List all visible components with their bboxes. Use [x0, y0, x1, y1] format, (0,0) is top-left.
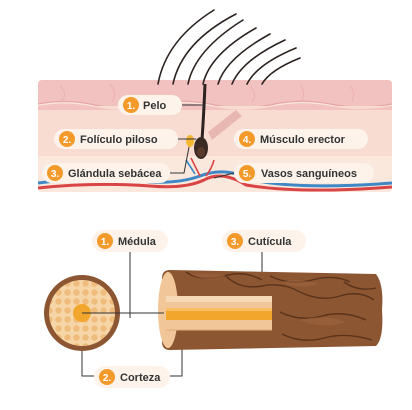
hair-shaft [158, 270, 383, 350]
sebaceous-gland [186, 135, 194, 147]
label-number: 4. [243, 135, 252, 146]
label-text: Folículo piloso [80, 134, 158, 146]
label-number: 1. [101, 237, 110, 248]
label-number: 5. [243, 169, 252, 180]
label-text: Cutícula [248, 236, 292, 248]
skin-label-glandula: 3. Glándula sebácea [42, 146, 190, 183]
label-number: 3. [51, 169, 60, 180]
label-text: Pelo [143, 100, 167, 112]
skin-section: 1. Pelo 2. Folículo piloso 3. Glándula s… [38, 9, 392, 192]
hair-strands [157, 9, 301, 85]
hair-follicle [186, 83, 242, 159]
label-number: 1. [127, 101, 136, 112]
skin-label-musculo: 4. Músculo erector [234, 129, 368, 149]
arrector-muscle [208, 110, 242, 140]
hair-label-medula: 1. Médula [92, 230, 168, 252]
label-text: Músculo erector [260, 134, 346, 146]
epidermis-layer [38, 80, 392, 108]
skin-label-vasos: 5. Vasos sanguíneos [213, 163, 374, 183]
hair-shaft-section: 1. Médula 3. Cutícula 2. Corteza [44, 230, 383, 388]
label-text: Glándula sebácea [68, 168, 162, 180]
skin-label-foliculo: 2. Folículo piloso [54, 129, 196, 149]
label-text: Vasos sanguíneos [261, 168, 357, 180]
skin-label-pelo: 1. Pelo [118, 95, 204, 115]
vessel-red [38, 174, 392, 192]
label-text: Médula [118, 236, 157, 248]
hair-cross-section [44, 275, 164, 351]
hair-label-cuticula: 3. Cutícula [222, 230, 306, 252]
hair-label-corteza: 2. Corteza [94, 366, 170, 388]
label-number: 2. [103, 373, 112, 384]
label-text: Corteza [120, 372, 161, 384]
label-number: 2. [63, 135, 72, 146]
label-number: 3. [231, 237, 240, 248]
